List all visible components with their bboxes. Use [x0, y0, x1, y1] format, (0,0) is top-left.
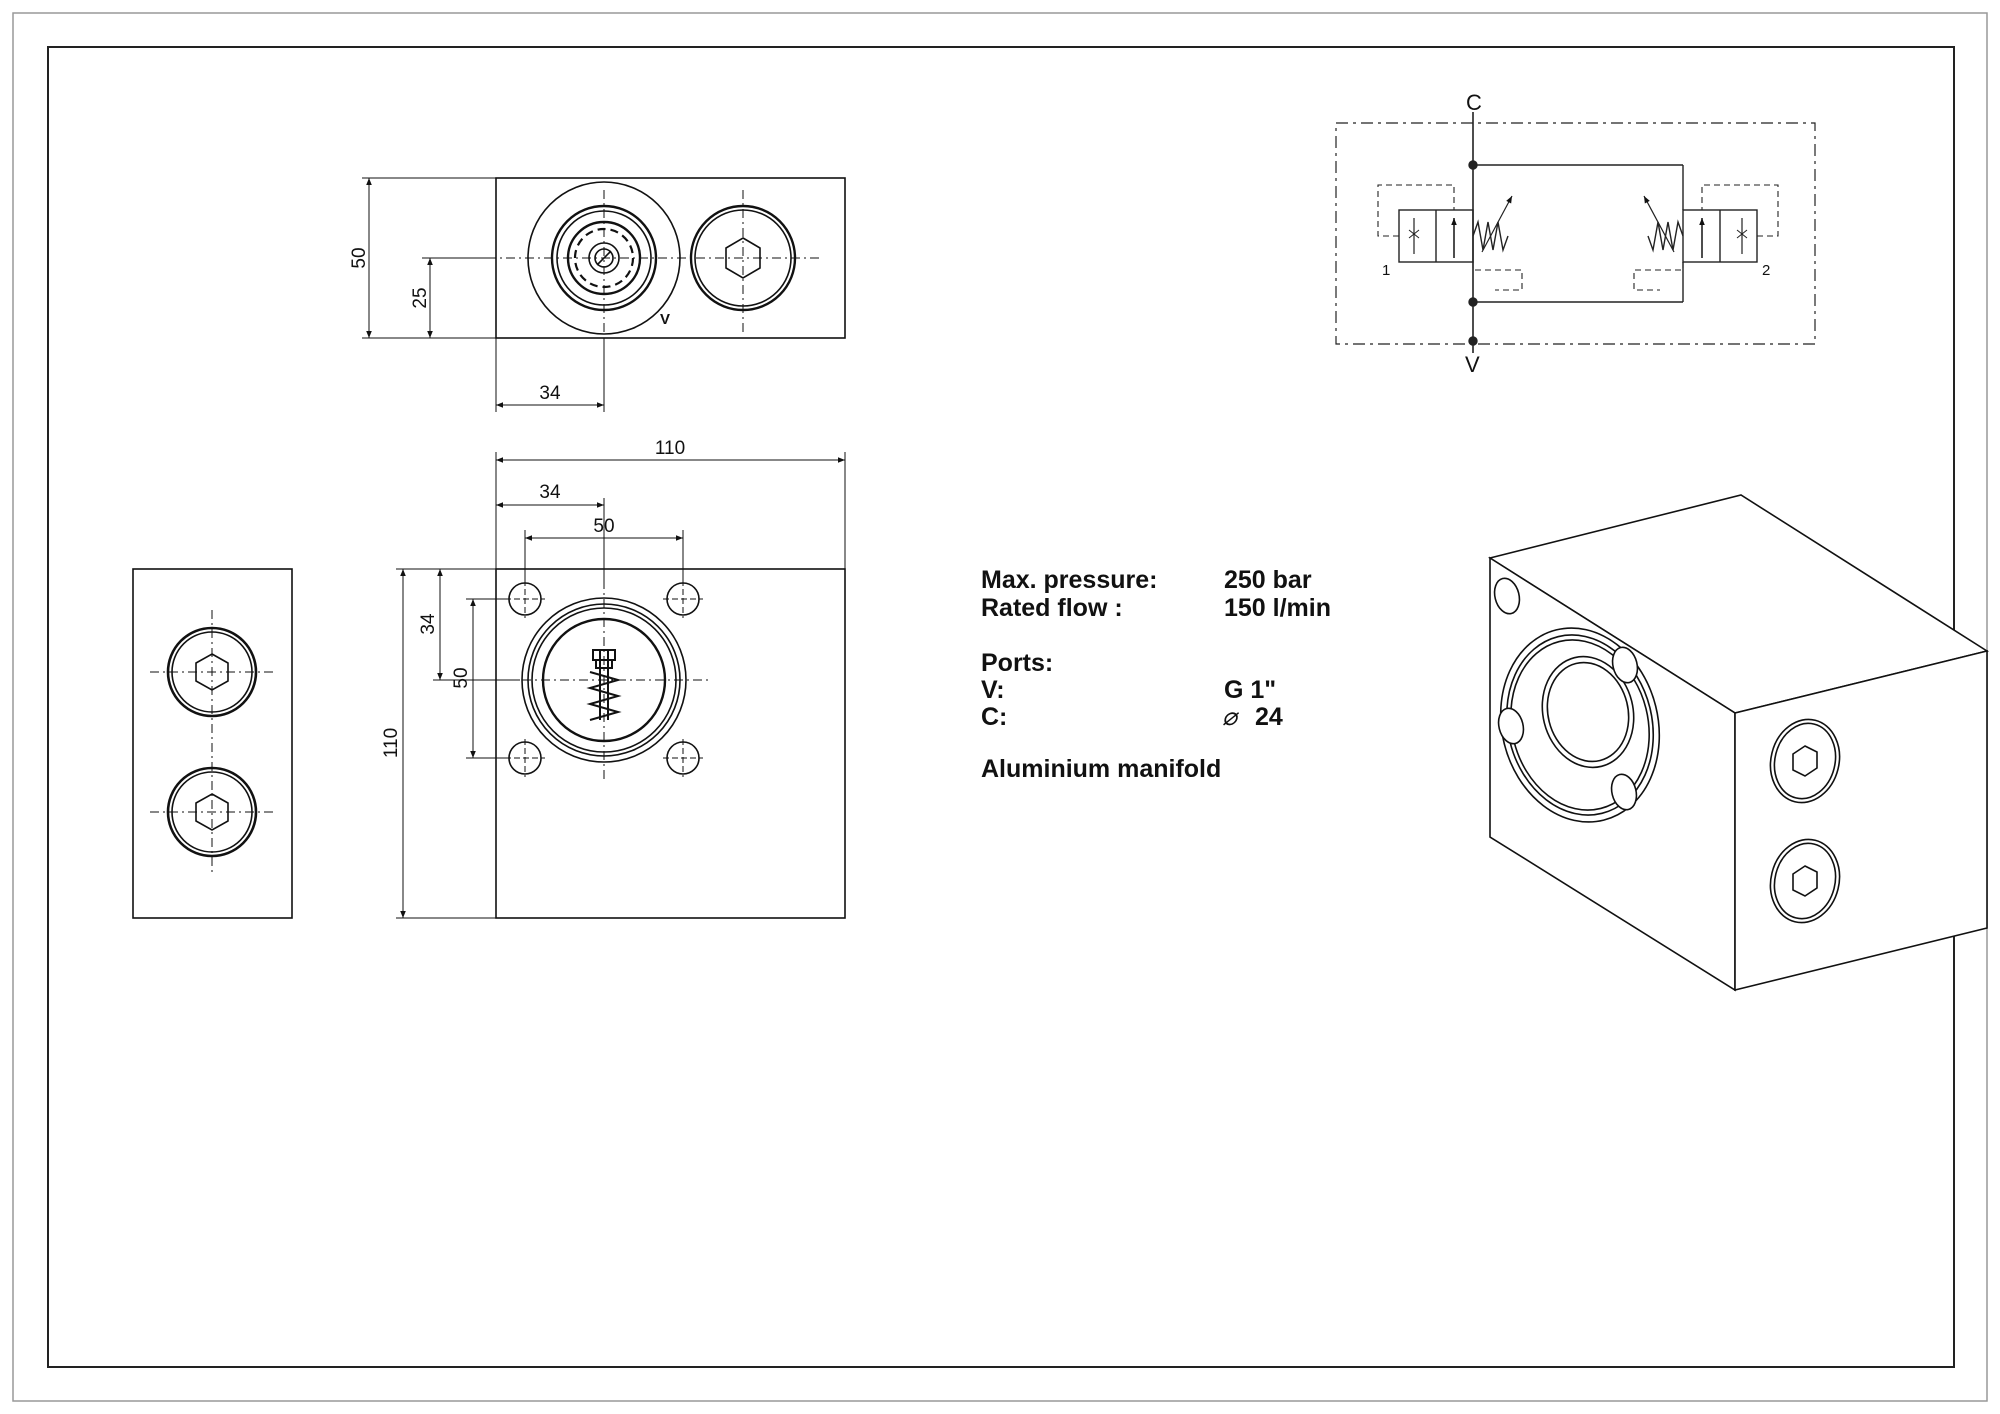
dim-top-port-x: 34 [539, 383, 561, 404]
flow-label: Rated flow : [981, 594, 1123, 622]
schematic-port-v: V [1465, 352, 1480, 377]
plug-icon [166, 766, 258, 858]
dim-front-width: 110 [655, 438, 685, 459]
top-view [430, 177, 846, 339]
bolt-hole-icon [1610, 773, 1638, 811]
dim-top-port-offset: 25 [410, 287, 431, 308]
flow-value: 150 l/min [1224, 594, 1331, 622]
spring-icon [586, 649, 622, 721]
schematic-valve-1-label: 1 [1382, 262, 1390, 279]
port-c-label: C: [981, 703, 1007, 731]
port-c-value: 24 [1255, 703, 1283, 731]
hydraulic-schematic [1335, 112, 1816, 353]
dim-front-bolt-pitch-x: 50 [593, 516, 614, 537]
port-v-label: V: [981, 676, 1005, 704]
pressure-value: 250 bar [1224, 566, 1312, 594]
relief-valve-1-icon [1377, 184, 1523, 291]
side-view [132, 568, 293, 919]
dim-front-height: 110 [381, 728, 402, 758]
material-note: Aluminium manifold [981, 755, 1221, 783]
isometric-view [1487, 494, 1990, 992]
specifications: Max. pressure: 250 bar Rated flow : 150 … [981, 566, 1331, 783]
relief-valve-2-icon [1633, 184, 1779, 291]
dim-front-bolt-pitch-y: 50 [451, 667, 472, 688]
front-view [495, 568, 846, 919]
top-view-dimensions [362, 177, 605, 412]
plug-icon [166, 626, 258, 718]
schematic-valve-2-label: 2 [1762, 262, 1770, 279]
diameter-icon: ⌀ [1222, 703, 1240, 731]
bolt-hole-icon [1611, 646, 1639, 684]
pressure-label: Max. pressure: [981, 566, 1157, 594]
ports-heading: Ports: [981, 649, 1053, 677]
port-v-value: G 1" [1224, 676, 1276, 704]
dim-top-height: 50 [349, 247, 370, 268]
plug-icon [689, 204, 797, 312]
schematic-port-c: C [1466, 90, 1482, 115]
dim-front-port-x: 34 [539, 482, 561, 503]
top-view-port-label: V [660, 311, 670, 328]
front-view-dimensions [396, 452, 846, 919]
dim-front-port-y: 34 [418, 613, 439, 635]
bolt-hole-icon [1497, 707, 1525, 745]
bolt-hole-icon [1493, 577, 1521, 615]
